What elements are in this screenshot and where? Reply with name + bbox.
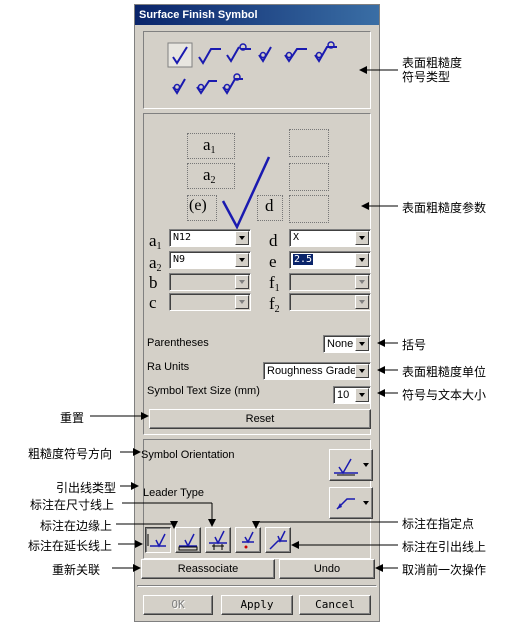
diagram-a2-box — [187, 163, 235, 189]
leader-type-icon — [336, 498, 355, 510]
annotation-on-point: 标注在指定点 — [402, 517, 475, 531]
annotation-reset: 重置 — [60, 411, 85, 425]
chevron-down-icon[interactable] — [355, 275, 369, 289]
reassociate-button[interactable]: Reassociate — [141, 559, 275, 579]
diagram-d-box — [257, 195, 283, 221]
diagram-a1-label: a1 — [203, 135, 216, 156]
leader-type-label: Leader Type — [143, 487, 204, 499]
chevron-down-icon[interactable] — [355, 388, 369, 402]
param-a2-label: a2 — [149, 253, 162, 274]
symbol-no-removal-circle-icon — [314, 46, 337, 63]
c-combo[interactable] — [169, 293, 251, 311]
diagram-f3-box — [289, 195, 329, 223]
cancel-button[interactable]: Cancel — [299, 595, 371, 615]
orientation-label: Symbol Orientation — [141, 449, 235, 461]
symbol-all-around-icon — [172, 78, 186, 95]
undo-button[interactable]: Undo — [279, 559, 375, 579]
annotation-on-extension: 标注在延长线上 — [28, 539, 113, 553]
orientation-symbol-icon — [334, 458, 358, 476]
diagram-d-label: d — [265, 196, 274, 215]
symbol-no-removal-icon — [258, 46, 272, 63]
param-b-label: b — [149, 273, 158, 292]
annotation-on-edge: 标注在边缘上 — [40, 519, 113, 533]
b-combo[interactable] — [169, 273, 251, 291]
edge-icon — [178, 533, 198, 551]
param-e-label: e — [269, 252, 277, 271]
chevron-down-icon — [363, 501, 369, 505]
d-combo[interactable]: X — [289, 229, 371, 247]
annotation-orientation: 粗糙度符号方向 — [28, 447, 113, 461]
annotation-on-leader: 标注在引出线上 — [402, 540, 487, 554]
chevron-down-icon[interactable] — [355, 295, 369, 309]
point-icon — [242, 531, 254, 549]
ra-units-label: Ra Units — [147, 361, 190, 373]
f2-combo[interactable] — [289, 293, 371, 311]
chevron-down-icon[interactable] — [235, 253, 249, 267]
text-size-label: Symbol Text Size (mm) — [147, 385, 260, 397]
diagram-f2-box — [289, 163, 329, 191]
annotation-params: 表面粗糙度参数 — [402, 201, 487, 215]
chevron-down-icon[interactable] — [355, 231, 369, 245]
parentheses-label: Parentheses — [147, 337, 209, 349]
leader-type-dropdown[interactable] — [329, 487, 373, 519]
diagram-f1-box — [289, 129, 329, 157]
symbol-no-removal-bar-icon — [284, 48, 307, 63]
annotation-on-dimension: 标注在尺寸线上 — [30, 498, 115, 512]
param-f1-label: f1 — [269, 273, 280, 294]
place-on-edge-button[interactable] — [175, 527, 201, 553]
param-d-label: d — [269, 231, 278, 250]
diagram-a2-label: a2 — [203, 165, 216, 186]
a2-combo[interactable]: N9 — [169, 251, 251, 269]
diagram-e-box — [187, 195, 217, 221]
orientation-dropdown[interactable] — [329, 449, 373, 481]
text-size-combo[interactable]: 10 — [333, 386, 371, 404]
symbol-basic-icon — [172, 46, 188, 65]
annotation-reassociate: 重新关联 — [52, 563, 101, 577]
chevron-down-icon[interactable] — [355, 337, 369, 351]
annotation-undo: 取消前一次操作 — [402, 563, 487, 577]
apply-button[interactable]: Apply — [221, 595, 293, 615]
place-on-leader-button[interactable] — [265, 527, 291, 553]
dialog-title: Surface Finish Symbol — [135, 5, 379, 25]
bottom-separator — [137, 585, 377, 587]
chevron-down-icon[interactable] — [235, 275, 249, 289]
chevron-down-icon[interactable] — [355, 253, 369, 267]
diagram-a1-box — [187, 133, 235, 159]
ok-button[interactable]: OK — [143, 595, 213, 615]
a1-combo[interactable]: N12 — [169, 229, 251, 247]
symbol-type-icons — [167, 41, 337, 95]
symbol-basic-button[interactable] — [167, 42, 193, 68]
symbol-machining-required-icon — [198, 48, 221, 65]
chevron-down-icon — [363, 463, 369, 467]
place-on-extension-button[interactable] — [145, 527, 171, 553]
chevron-down-icon[interactable] — [355, 364, 369, 378]
annotation-symbol-type: 表面粗糙度 符号类型 — [402, 56, 463, 84]
chevron-down-icon[interactable] — [235, 231, 249, 245]
f1-combo[interactable] — [289, 273, 371, 291]
extension-line-icon — [147, 533, 166, 548]
annotation-text-size: 符号与文本大小 — [402, 388, 487, 402]
e-combo[interactable]: 2.5 — [289, 251, 371, 269]
ra-units-combo[interactable]: Roughness Grade — [263, 362, 371, 380]
annotation-parentheses: 括号 — [402, 338, 427, 352]
parentheses-combo[interactable]: None — [323, 335, 371, 353]
leader-line-icon — [269, 530, 287, 550]
place-on-dimension-button[interactable] — [205, 527, 231, 553]
symbol-all-around-bar-icon — [196, 80, 217, 95]
annotation-ra-units: 表面粗糙度单位 — [402, 365, 487, 379]
param-f2-label: f2 — [269, 294, 280, 315]
dimension-line-icon — [209, 530, 227, 550]
place-at-point-button[interactable] — [235, 527, 261, 553]
diagram-e-label: (e) — [189, 197, 207, 214]
param-c-label: c — [149, 293, 157, 312]
surface-finish-dialog: Surface Finish Symbol a1 — [134, 4, 380, 622]
param-a1-label: a1 — [149, 231, 162, 252]
reset-button[interactable]: Reset — [149, 409, 371, 429]
annotation-leader: 引出线类型 — [56, 481, 117, 495]
roughness-symbol-diagram — [221, 156, 271, 230]
chevron-down-icon[interactable] — [235, 295, 249, 309]
